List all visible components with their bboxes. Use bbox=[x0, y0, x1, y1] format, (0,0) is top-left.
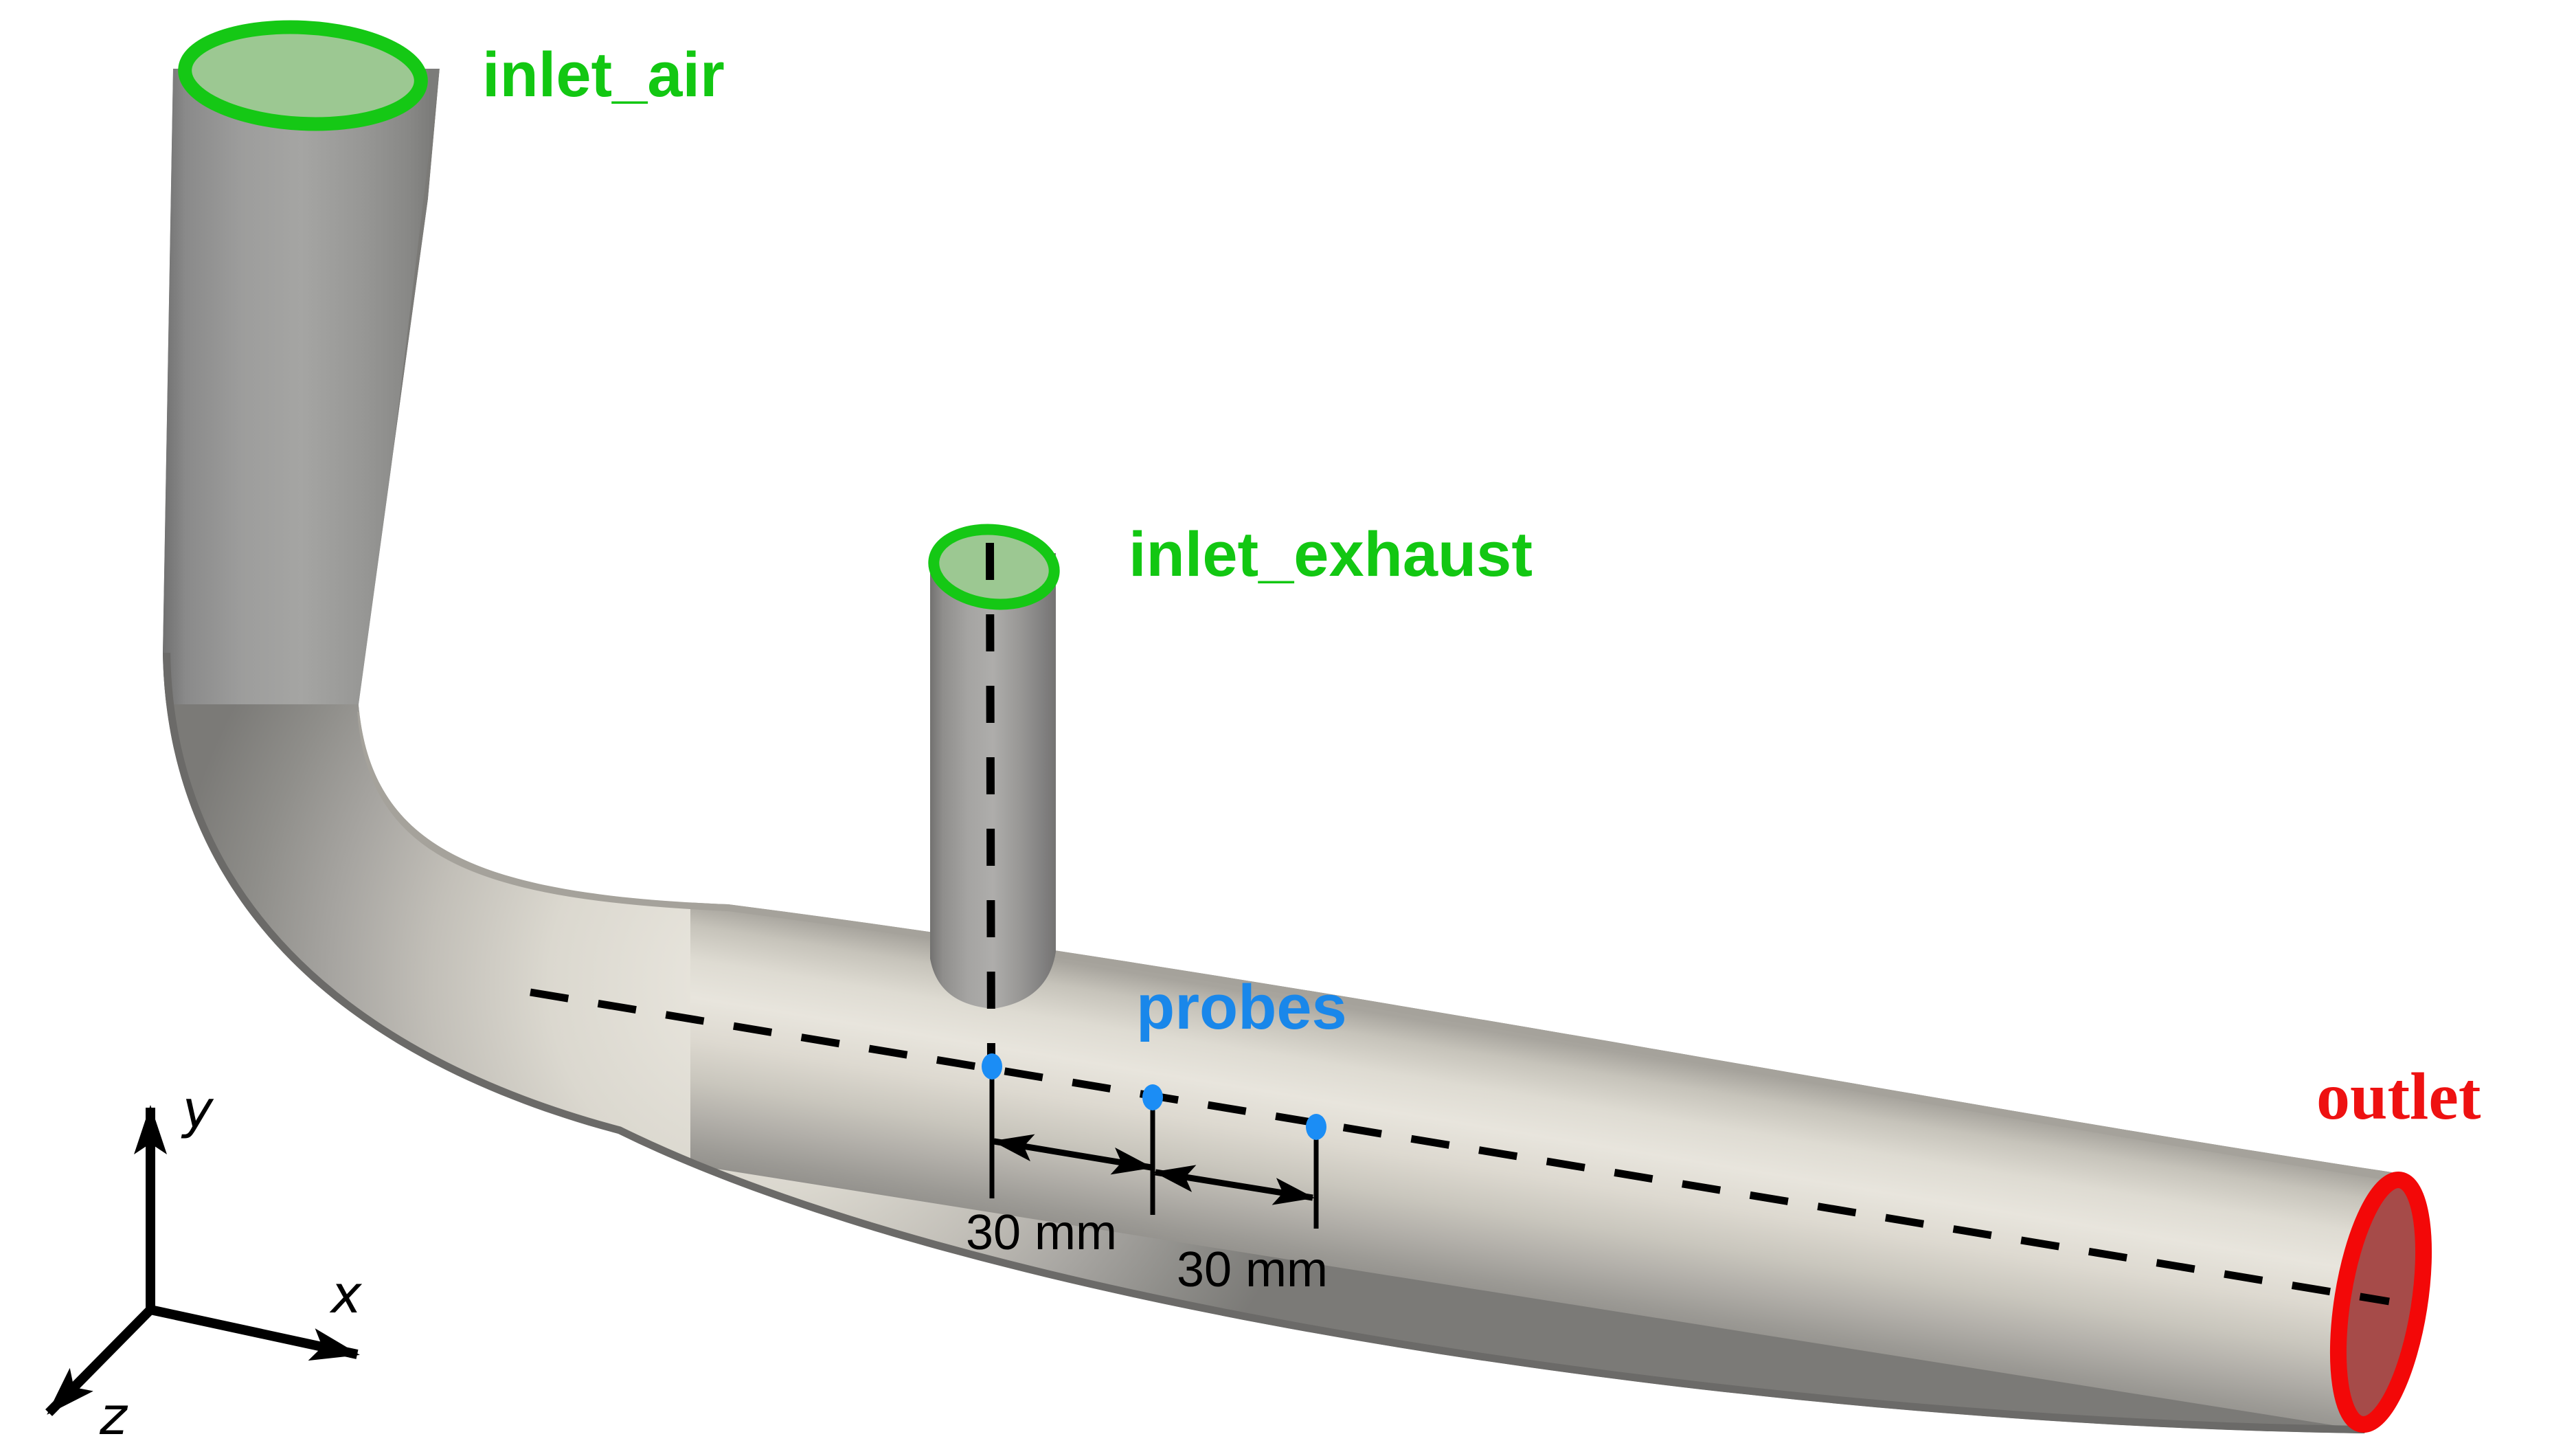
dimension-arrow-1 bbox=[992, 1134, 1153, 1175]
outlet-label: outlet bbox=[2316, 1060, 2481, 1134]
probe-dot-2 bbox=[1142, 1084, 1163, 1110]
inlet-air-face bbox=[178, 20, 428, 131]
y-axis-label: y bbox=[181, 1079, 214, 1140]
z-axis-label: z bbox=[99, 1385, 128, 1443]
pipe-top-rim bbox=[357, 711, 2392, 1181]
x-axis-arrow bbox=[149, 1305, 360, 1361]
probe-group: 30 mm 30 mm bbox=[966, 1053, 1328, 1297]
dimension-label-2: 30 mm bbox=[1177, 1242, 1328, 1297]
inlet-exhaust-label: inlet_exhaust bbox=[1129, 519, 1533, 590]
dimension-label-1: 30 mm bbox=[966, 1205, 1117, 1260]
probes-label: probes bbox=[1136, 972, 1347, 1042]
horizontal-pipe-shading bbox=[690, 862, 2418, 1433]
stub-centerline bbox=[986, 542, 995, 1064]
inlet-air-patch bbox=[178, 20, 428, 131]
vertical-pipe-shading bbox=[163, 69, 440, 704]
axis-triad: y x z bbox=[45, 1079, 363, 1443]
inlet-air-label: inlet_air bbox=[482, 40, 725, 110]
probe-dot-3 bbox=[1306, 1114, 1326, 1140]
dimension-arrow-2 bbox=[1153, 1165, 1315, 1205]
probe-dot-1 bbox=[982, 1053, 1002, 1080]
pipe-body bbox=[163, 69, 2418, 1433]
z-axis-arrow bbox=[45, 1306, 154, 1416]
x-axis-label: x bbox=[330, 1264, 363, 1325]
